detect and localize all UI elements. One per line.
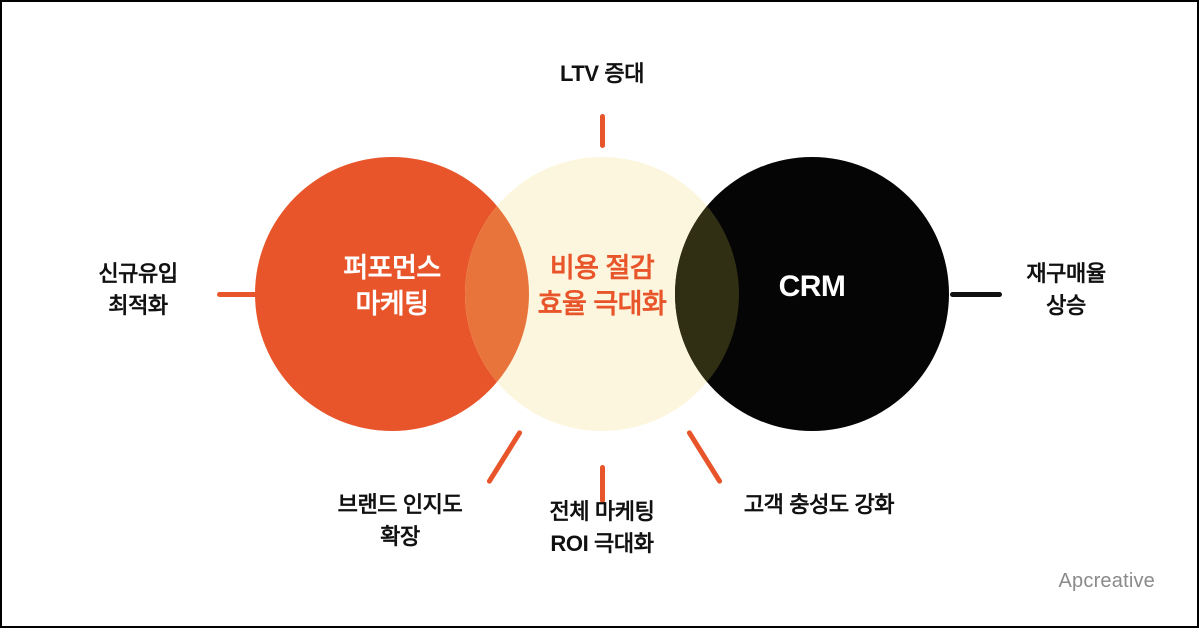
callout-right: 재구매율 상승 (1026, 261, 1106, 318)
venn-label-crm: CRM (778, 270, 846, 303)
connector-top-line (600, 114, 605, 148)
callout-bottom-right: 고객 충성도 강화 (743, 492, 895, 517)
watermark-apcreative: Apcreative (1058, 570, 1155, 592)
callout-top: LTV 증대 (559, 61, 645, 86)
callout-bottom-middle: 전체 마케팅 ROI 극대화 (549, 499, 655, 556)
connector-right-line (950, 292, 1002, 297)
callout-bottom-left: 브랜드 인지도 확장 (337, 492, 463, 549)
venn-label-performance: 퍼포먼스 마케팅 (343, 253, 441, 320)
connector-bottom-middle-line (600, 465, 605, 503)
connector-left-line (217, 292, 269, 297)
callout-left: 신규유입 최적화 (98, 261, 178, 318)
venn-label-synergy: 비용 절감 효율 극대화 (537, 253, 667, 320)
